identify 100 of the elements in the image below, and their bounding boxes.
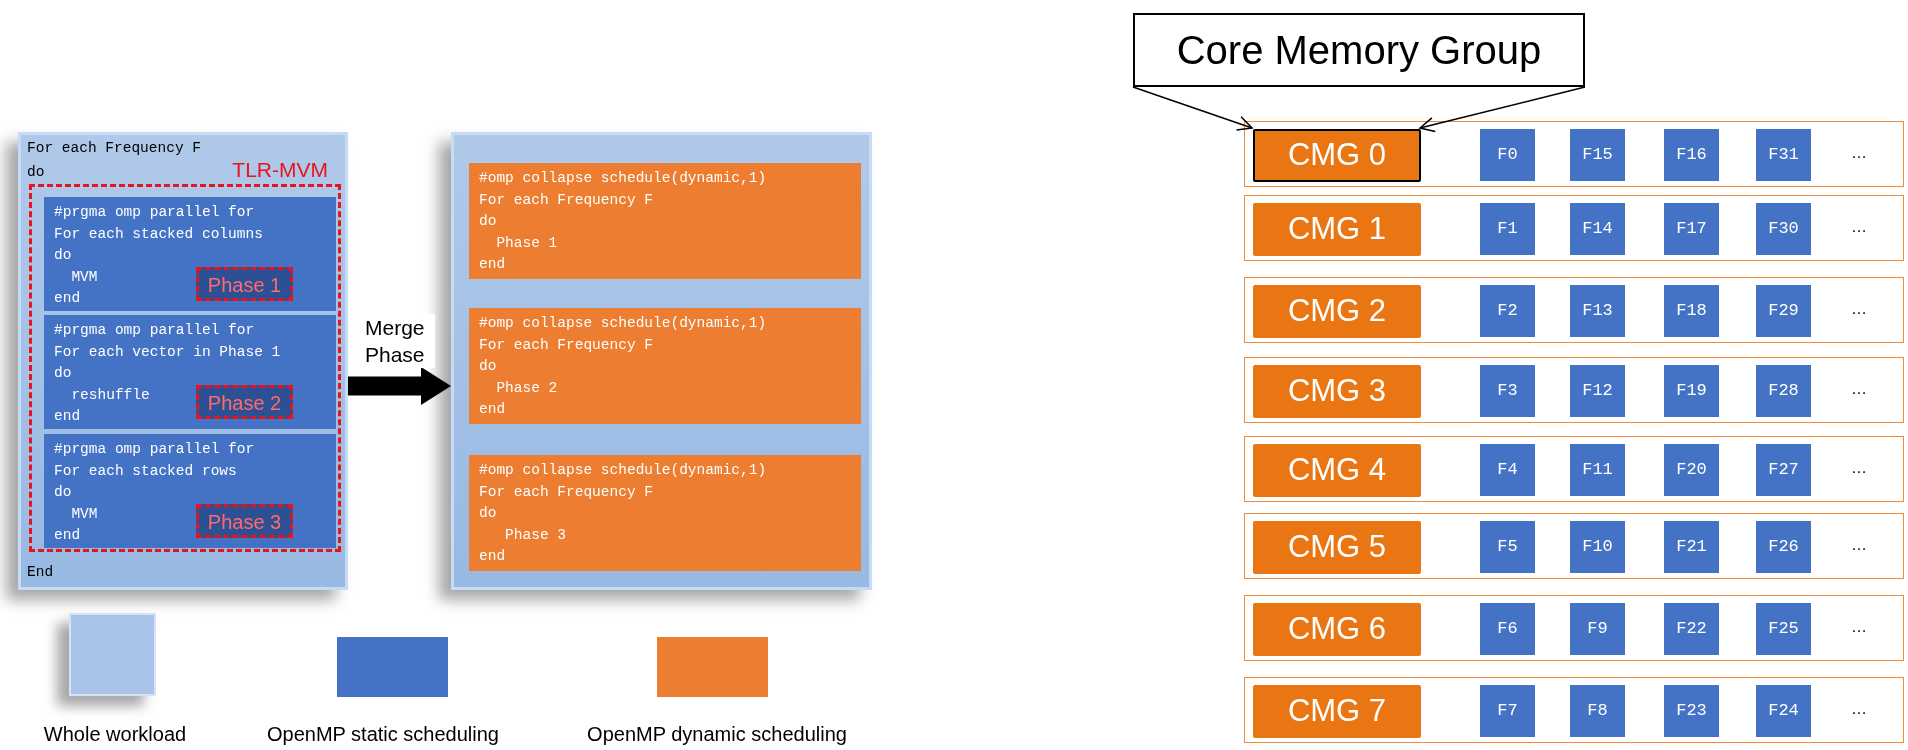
code-line: #prgma omp parallel for <box>54 321 255 340</box>
code-line: Phase 1 <box>496 233 558 253</box>
cmg-row <box>1244 595 1904 661</box>
frequency-box <box>1756 521 1811 573</box>
frequency-box <box>1570 685 1625 737</box>
frequency-label: F5 <box>1496 536 1519 558</box>
ellipsis-text: … <box>1850 535 1868 555</box>
code-line: do <box>479 212 497 231</box>
frequency-box <box>1570 365 1625 417</box>
frequency-box <box>1570 129 1625 181</box>
code-block <box>469 163 861 279</box>
frequency-label: F18 <box>1675 300 1708 322</box>
code-line: do <box>54 483 72 502</box>
cmg-box <box>1253 603 1421 656</box>
phase-box <box>196 267 293 301</box>
frequency-label: F1 <box>1496 218 1519 240</box>
code-block <box>44 434 336 548</box>
frequency-box <box>1756 203 1811 255</box>
frequency-label: F4 <box>1496 459 1519 481</box>
workload-panel <box>451 132 872 590</box>
phase-label: Phase 2 <box>206 391 283 416</box>
code-block <box>44 315 336 429</box>
frequency-label: F24 <box>1767 700 1800 722</box>
frequency-box <box>1664 129 1719 181</box>
code-line: For each Frequency F <box>479 335 654 355</box>
code-line: reshuffle <box>71 385 150 405</box>
code-line: For each stacked columns <box>54 224 263 244</box>
frequency-box <box>1664 444 1719 496</box>
code-line: MVM <box>71 504 98 524</box>
code-line: end <box>479 255 506 274</box>
cmg-label: CMG 7 <box>1286 693 1388 729</box>
frequency-box <box>1480 203 1535 255</box>
cmg-label: CMG 6 <box>1286 611 1388 647</box>
frequency-box <box>1756 365 1811 417</box>
frequency-label: F7 <box>1496 700 1519 722</box>
ellipsis-text: … <box>1850 379 1868 399</box>
frequency-box <box>1664 203 1719 255</box>
cmg-box <box>1253 521 1421 574</box>
code-block <box>469 308 861 424</box>
frequency-label: F25 <box>1767 618 1800 640</box>
frequency-label: F19 <box>1675 380 1708 402</box>
code-line: End <box>27 563 54 582</box>
frequency-label: F11 <box>1581 459 1614 481</box>
frequency-label: F20 <box>1675 459 1708 481</box>
frequency-label: F29 <box>1767 300 1800 322</box>
frequency-box <box>1664 521 1719 573</box>
cmg-box <box>1253 685 1421 738</box>
code-block <box>44 197 336 311</box>
arrow <box>1419 86 1586 133</box>
ellipsis-text: … <box>1850 143 1868 163</box>
cmg-row <box>1244 436 1904 502</box>
ellipsis-text: … <box>1850 458 1868 478</box>
frequency-label: F8 <box>1586 700 1609 722</box>
code-line: end <box>479 547 506 566</box>
frequency-box <box>1664 285 1719 337</box>
legend-label: OpenMP dynamic scheduling <box>586 722 848 746</box>
frequency-label: F12 <box>1581 380 1614 402</box>
frequency-box <box>1480 365 1535 417</box>
cmg-row <box>1244 677 1904 743</box>
frequency-box <box>1480 603 1535 655</box>
phase-box <box>196 504 293 538</box>
ellipsis-text: … <box>1850 299 1868 319</box>
code-line: Phase 2 <box>496 378 558 398</box>
frequency-box <box>1480 685 1535 737</box>
frequency-label: F14 <box>1581 218 1614 240</box>
frequency-box <box>1570 521 1625 573</box>
code-block <box>469 455 861 571</box>
frequency-label: F22 <box>1675 618 1708 640</box>
frequency-label: F9 <box>1586 618 1609 640</box>
frequency-label: F3 <box>1496 380 1519 402</box>
frequency-box <box>1570 603 1625 655</box>
block-arrow <box>348 367 451 405</box>
frequency-label: F31 <box>1767 144 1800 166</box>
arrow <box>1132 86 1253 131</box>
cmg-box <box>1253 444 1421 497</box>
frequency-label: F28 <box>1767 380 1800 402</box>
code-line: #omp collapse schedule(dynamic,1) <box>479 169 767 188</box>
code-line: For each Frequency F <box>479 190 654 210</box>
code-line: For each Frequency F <box>479 482 654 502</box>
cmg-box <box>1253 129 1421 182</box>
code-line: #prgma omp parallel for <box>54 440 255 459</box>
code-line: end <box>479 400 506 419</box>
code-line: do <box>27 163 45 182</box>
workload-panel <box>18 132 348 590</box>
frequency-box <box>1756 444 1811 496</box>
phase-label: Phase 1 <box>206 273 283 298</box>
cmg-row <box>1244 277 1904 343</box>
code-line: #omp collapse schedule(dynamic,1) <box>479 461 767 480</box>
cmg-box <box>1253 285 1421 338</box>
callout-box <box>1133 13 1585 87</box>
frequency-label: F21 <box>1675 536 1708 558</box>
ellipsis-text: … <box>1850 217 1868 237</box>
code-line: do <box>54 364 72 383</box>
frequency-box <box>1756 685 1811 737</box>
cmg-label: CMG 0 <box>1286 137 1388 173</box>
code-line: #prgma omp parallel for <box>54 203 255 222</box>
frequency-label: F23 <box>1675 700 1708 722</box>
phase-label: Phase 3 <box>206 510 283 535</box>
cmg-box <box>1253 203 1421 256</box>
code-line: end <box>54 407 81 426</box>
